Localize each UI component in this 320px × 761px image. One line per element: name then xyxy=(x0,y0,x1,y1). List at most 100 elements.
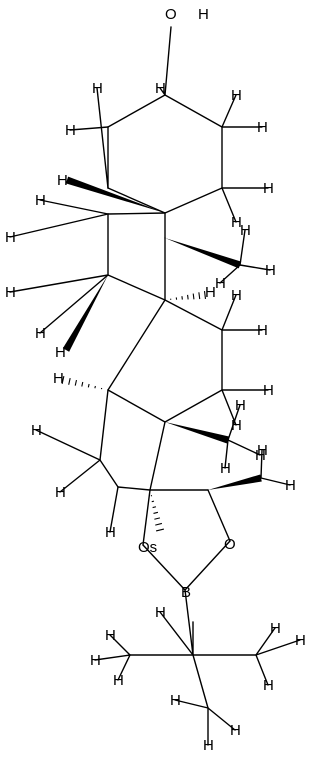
hydrogen-label: H xyxy=(235,397,246,414)
hydrogen-label: H xyxy=(57,172,68,189)
bond xyxy=(107,299,166,391)
hydrogen-label: H xyxy=(105,524,116,541)
hydrogen-label: H xyxy=(257,119,268,136)
bond xyxy=(164,94,223,128)
bond xyxy=(107,187,166,214)
hydrogen-label: H xyxy=(170,692,181,709)
hydrogen-label: H xyxy=(255,447,266,464)
hydrogen-label: H xyxy=(155,604,166,621)
hydrogen-label: H xyxy=(215,275,226,292)
c-h-bond xyxy=(255,627,276,656)
hydrogen-label: H xyxy=(295,632,306,649)
c-h-bond xyxy=(221,94,237,128)
hydrogen-label: H xyxy=(92,80,103,97)
stereo-bonds-group xyxy=(61,176,262,532)
c-h-bond xyxy=(260,477,291,486)
stereo-h-wedge-c8 xyxy=(62,275,108,352)
c-o-bond xyxy=(164,26,172,96)
hydrogen-label: H xyxy=(155,80,166,97)
hydrogen-label: H xyxy=(231,214,242,231)
c-h-bond xyxy=(94,654,131,661)
c-h-bond xyxy=(221,187,237,223)
c-h-bond xyxy=(260,449,263,479)
hydrogen-label: H xyxy=(230,722,241,739)
c-h-bond xyxy=(117,654,131,681)
c-h-bond xyxy=(221,294,237,331)
bond xyxy=(207,489,231,542)
c-h-bond xyxy=(224,439,229,469)
bond xyxy=(142,544,186,591)
c-h-bond xyxy=(174,699,209,709)
dioxaborolane-oxygen-left-overlap-label: Os xyxy=(138,539,157,556)
c-h-bond xyxy=(207,707,236,731)
c-h-bond xyxy=(109,634,131,656)
bond xyxy=(184,589,194,656)
c-h-bond xyxy=(159,87,166,96)
hydrogen-label: H xyxy=(270,620,281,637)
c-h-bond xyxy=(96,87,109,189)
c-h-bond xyxy=(227,439,261,456)
c-h-bond xyxy=(239,229,246,266)
hydrogen-label: H xyxy=(257,322,268,339)
hydrogen-label: H xyxy=(113,672,124,689)
bond xyxy=(192,654,209,709)
hydrogen-label: H xyxy=(35,325,46,342)
c-h-bond xyxy=(9,274,109,293)
boron-label: B xyxy=(181,584,191,601)
bond xyxy=(149,421,166,491)
methyl-wedge-c18 xyxy=(165,422,229,444)
bond xyxy=(107,274,166,301)
hydrogen-label: H xyxy=(35,192,46,209)
bond xyxy=(164,389,223,423)
dioxaborolane-oxygen-right-label: O xyxy=(224,536,236,553)
hydrogen-label: H xyxy=(31,422,42,439)
bonds-group xyxy=(9,26,301,746)
c-h-bond xyxy=(227,404,241,441)
bond xyxy=(142,489,151,546)
hydrogen-label: H xyxy=(231,287,242,304)
atom-labels-group: O H O Os B xyxy=(138,6,236,601)
hydrogen-label: H xyxy=(203,737,214,754)
hydrogen-label: H xyxy=(231,87,242,104)
hydrogen-label: H xyxy=(285,477,296,494)
hydrogen-label: H xyxy=(55,484,66,501)
stereo-h-hash-c17 xyxy=(150,495,165,532)
hydrogen-label: H xyxy=(257,442,268,459)
stereo-h-hash-c9 xyxy=(170,290,207,300)
hydrogen-label: H xyxy=(263,382,274,399)
hydrogen-label: H xyxy=(263,677,274,694)
hydrogen-label: H xyxy=(90,652,101,669)
c-h-bond xyxy=(109,486,119,533)
hydrogen-label: H xyxy=(5,229,16,246)
methyl-wedge-c19 xyxy=(165,238,242,269)
hydrogen-label: H xyxy=(231,417,242,434)
c-h-bond xyxy=(39,199,109,215)
c-h-bond xyxy=(39,274,109,334)
hydrogen-label: H xyxy=(55,344,66,361)
c-h-bond xyxy=(221,389,237,426)
c-h-bond xyxy=(239,264,271,271)
stereo-h-wedge-c5 xyxy=(65,176,165,213)
bond xyxy=(164,187,223,214)
c-h-bond xyxy=(219,264,241,284)
hydrogen-label: H xyxy=(263,180,274,197)
c-h-bond xyxy=(255,654,269,686)
hydrogen-label: H xyxy=(105,627,116,644)
hydrogen-label: H xyxy=(205,284,216,301)
hydrogen-label: H xyxy=(265,262,276,279)
hydroxyl-hydrogen-label: H xyxy=(198,6,209,23)
bond xyxy=(99,459,119,488)
c-h-bond xyxy=(255,639,301,656)
hydrogen-label: H xyxy=(240,222,251,239)
bond xyxy=(164,299,223,331)
methyl-wedge-c21 xyxy=(208,474,262,490)
hydrogen-label: H xyxy=(220,460,231,477)
hydroxyl-oxygen-label: O xyxy=(165,6,177,23)
c-h-bond xyxy=(35,429,101,461)
c-h-bond xyxy=(59,459,101,493)
c-h-bond xyxy=(159,611,194,656)
c-h-bond xyxy=(69,126,109,131)
bond xyxy=(107,94,166,128)
